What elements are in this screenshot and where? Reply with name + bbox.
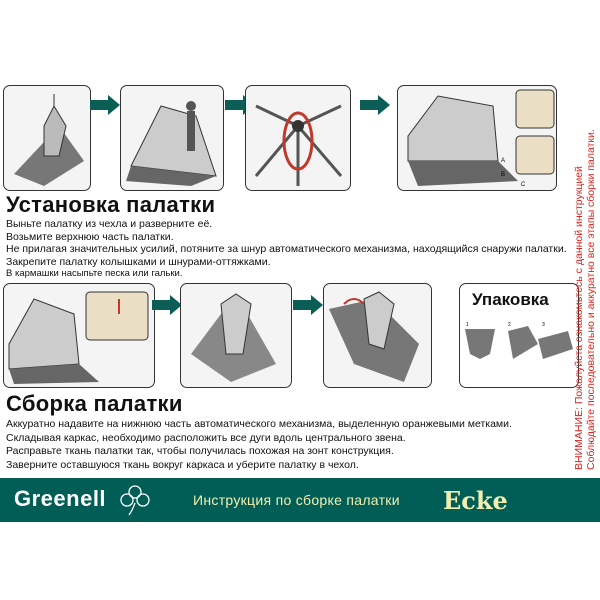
footer-banner: Greenell Инструкция по сборке палатки Ec… — [0, 478, 600, 522]
arrow-right-icon — [360, 95, 390, 115]
setup-step-text: Не прилагая значительных усилий, потянит… — [6, 243, 567, 255]
setup-step-text: Возьмите верхнюю часть палатки. — [6, 230, 174, 243]
warning-note: ВНИМАНИЕ: Пожалуйста ознакомьтесь с данн… — [573, 129, 597, 470]
fold-step-2-image — [180, 283, 292, 388]
brand-logo: Greenell — [14, 486, 107, 511]
packing-panel: Упаковка 1 2 3 — [459, 283, 579, 388]
label-a: A — [501, 158, 505, 164]
setup-step-text: В кармашки насыпьте песка или гальки. — [6, 268, 183, 279]
fold-step-3-image — [323, 283, 432, 388]
setup-step-3-image — [245, 85, 351, 191]
label-b: B — [501, 172, 505, 178]
warning-line: Соблюдайте последовательно и аккуратно в… — [585, 129, 597, 470]
folding-step-text: Расправьте ткань палатки так, чтобы полу… — [6, 445, 394, 457]
warning-line: ВНИМАНИЕ: Пожалуйста ознакомьтесь с данн… — [573, 166, 585, 470]
setup-steps: Выньте палатку из чехла и разверните её.… — [6, 218, 567, 281]
packing-title: Упаковка — [472, 290, 549, 309]
shamrock-icon — [120, 485, 150, 516]
folding-steps: Аккуратно надавите на нижнюю часть автом… — [6, 418, 512, 472]
packing-step-number: 2 — [508, 322, 511, 328]
setup-step-2-image — [120, 85, 224, 191]
packing-step-number: 1 — [466, 322, 469, 328]
model-name: Ecke — [443, 486, 508, 515]
arrow-right-icon — [293, 295, 323, 315]
folding-step-text: Складывая каркас, необходимо расположить… — [6, 431, 406, 444]
footer-title: Инструкция по сборке палатки — [193, 492, 400, 508]
setup-title: Установка палатки — [6, 192, 216, 217]
packing-step-number: 3 — [542, 322, 545, 328]
folding-step-text: Аккуратно надавите на нижнюю часть автом… — [6, 418, 512, 430]
setup-step-4-image: A B C — [397, 85, 557, 191]
folding-title: Сборка палатки — [6, 391, 183, 416]
setup-step-text: Закрепите палатку колышками и шнурами-от… — [6, 255, 271, 268]
setup-step-text: Выньте палатку из чехла и разверните её. — [6, 218, 213, 230]
label-c: C — [521, 182, 526, 188]
arrow-right-icon — [90, 95, 120, 115]
arrow-right-icon — [152, 295, 182, 315]
folding-step-text: Заверните оставшуюся ткань вокруг каркас… — [6, 458, 359, 471]
setup-step-1-image — [3, 85, 91, 191]
fold-step-1-image — [3, 283, 155, 388]
